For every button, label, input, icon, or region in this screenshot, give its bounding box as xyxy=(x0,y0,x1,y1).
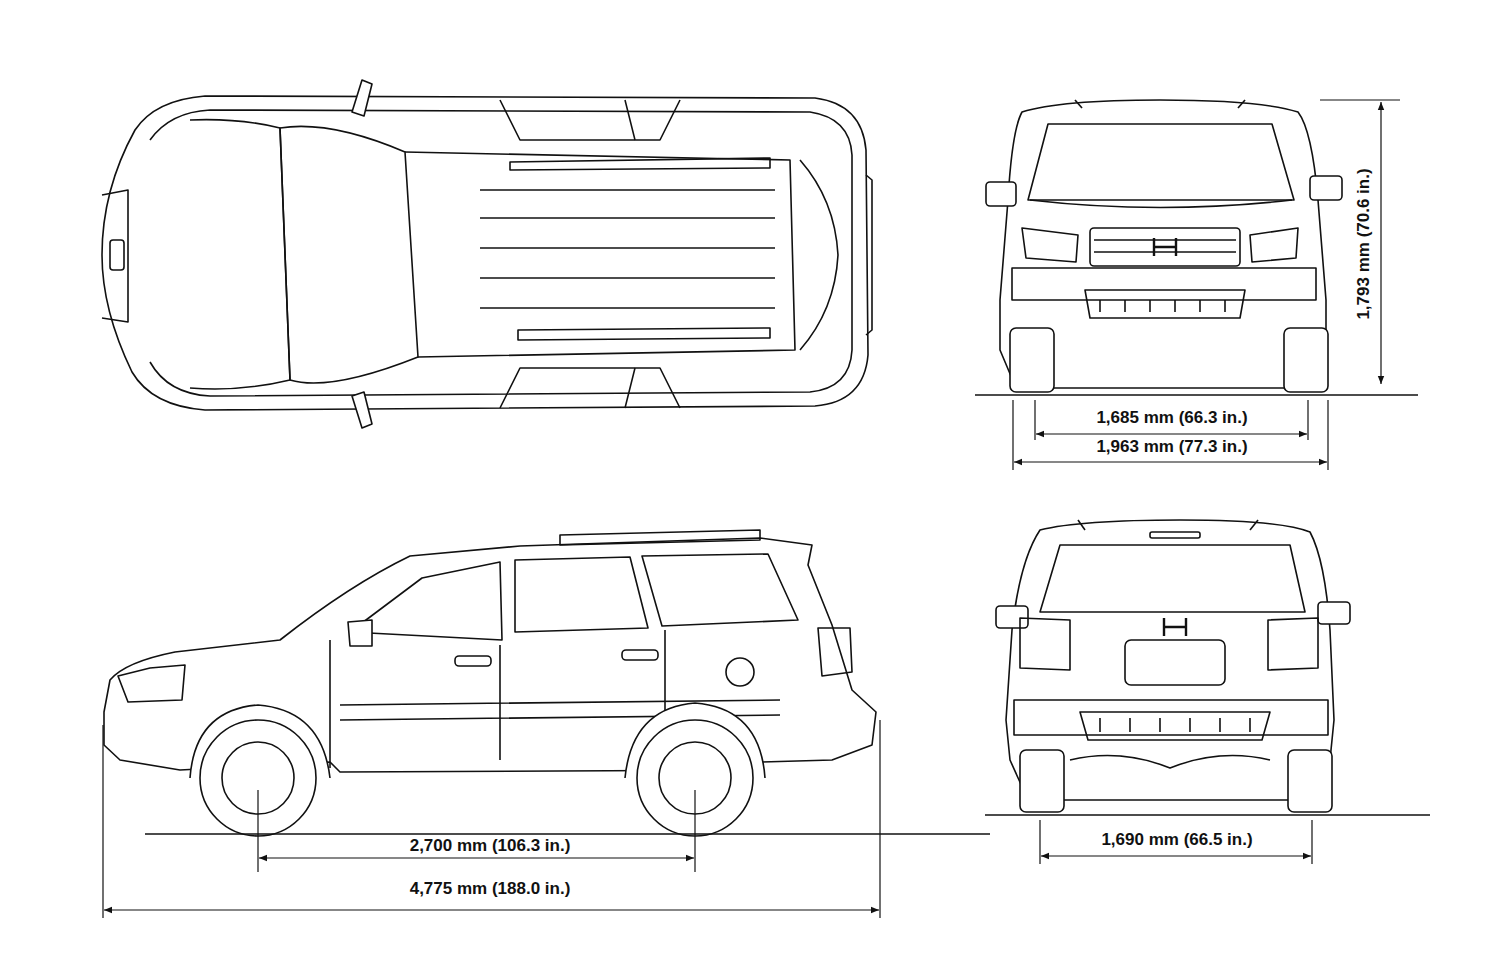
dimension-label: 4,775 mm (188.0 in.) xyxy=(407,879,574,899)
dimension-label: 1,690 mm (66.5 in.) xyxy=(1098,830,1255,850)
rear-view xyxy=(985,520,1430,815)
dimension-label: 1,793 mm (70.6 in.) xyxy=(1354,165,1374,322)
top-view xyxy=(102,80,872,428)
dimension-label: 1,685 mm (66.3 in.) xyxy=(1093,408,1250,428)
side-view xyxy=(104,530,990,836)
dimension-label: 2,700 mm (106.3 in.) xyxy=(407,836,574,856)
dimension-label: 1,963 mm (77.3 in.) xyxy=(1093,437,1250,457)
dimension-lines xyxy=(103,100,1400,918)
front-view xyxy=(975,100,1418,395)
